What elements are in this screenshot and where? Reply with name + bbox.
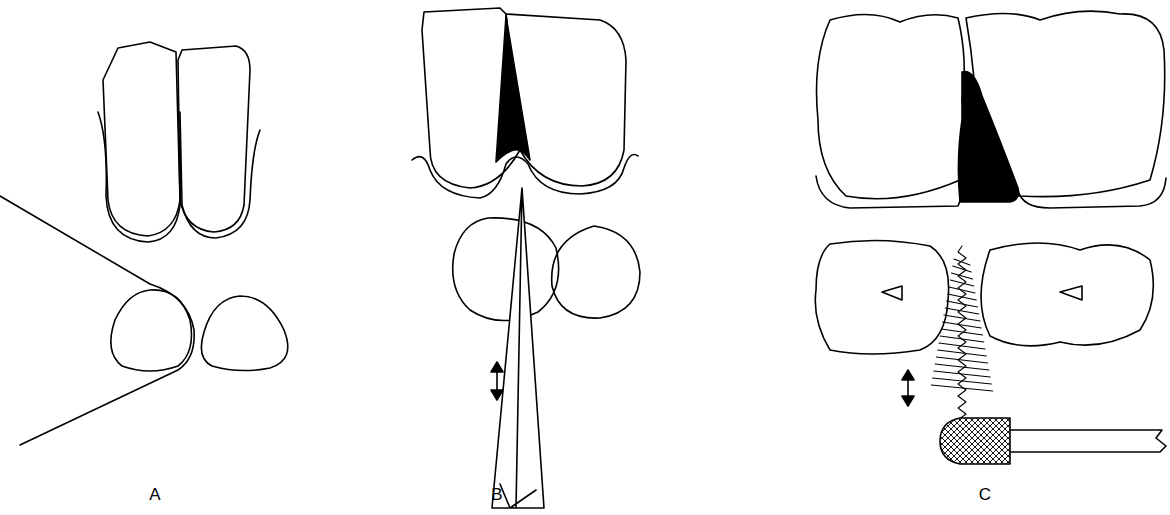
motion-arrow — [902, 370, 914, 406]
panel-label: B — [491, 485, 502, 505]
gum-line — [412, 155, 638, 199]
pulp-mark-left — [882, 286, 902, 300]
pulp-mark-right — [1060, 286, 1082, 300]
panel-c-drawing — [815, 11, 1166, 464]
molar-left — [817, 14, 966, 198]
incisor-right — [178, 46, 250, 232]
brush-bristle — [938, 350, 987, 356]
brush-bristle — [951, 273, 972, 279]
cross-section-right — [201, 296, 287, 371]
panel-a-drawing — [0, 42, 288, 445]
cross-section-left — [815, 240, 948, 354]
panel-b-drawing — [412, 8, 640, 508]
brush-bristle — [940, 336, 984, 342]
floss-loop — [0, 196, 194, 445]
brush-bristle — [953, 266, 972, 272]
brush-bristle — [943, 322, 982, 328]
wedge-instrument — [492, 188, 544, 508]
brush-bristle — [946, 301, 977, 307]
brush-bristle — [954, 259, 970, 265]
incisor-left — [103, 42, 180, 236]
black-gap — [958, 72, 1018, 203]
cross-section-right — [552, 226, 640, 318]
cross-section-right — [981, 243, 1153, 346]
brush-bristle — [933, 378, 992, 384]
gum-line — [816, 176, 1166, 208]
panel-label: A — [149, 485, 160, 505]
brush-bristle — [948, 294, 977, 300]
panel-label: C — [979, 485, 991, 505]
cross-section-left — [453, 218, 559, 321]
gum-line — [98, 112, 260, 242]
brush-bristle — [949, 287, 975, 293]
brush-bristle — [936, 357, 987, 363]
brush-bristle — [934, 371, 990, 377]
cross-section-left — [111, 290, 192, 371]
bur-shaft — [1010, 430, 1166, 452]
brush-bristle — [935, 364, 989, 370]
bur-head — [940, 418, 1010, 464]
brush-bristle — [939, 343, 985, 349]
motion-arrow — [491, 362, 503, 400]
brush-bristle — [945, 308, 979, 314]
brush-bristle — [931, 385, 992, 391]
black-triangle — [496, 16, 530, 162]
brush-bristle — [950, 280, 974, 286]
brush-bristle — [941, 329, 982, 335]
brush-bristle — [944, 315, 980, 321]
